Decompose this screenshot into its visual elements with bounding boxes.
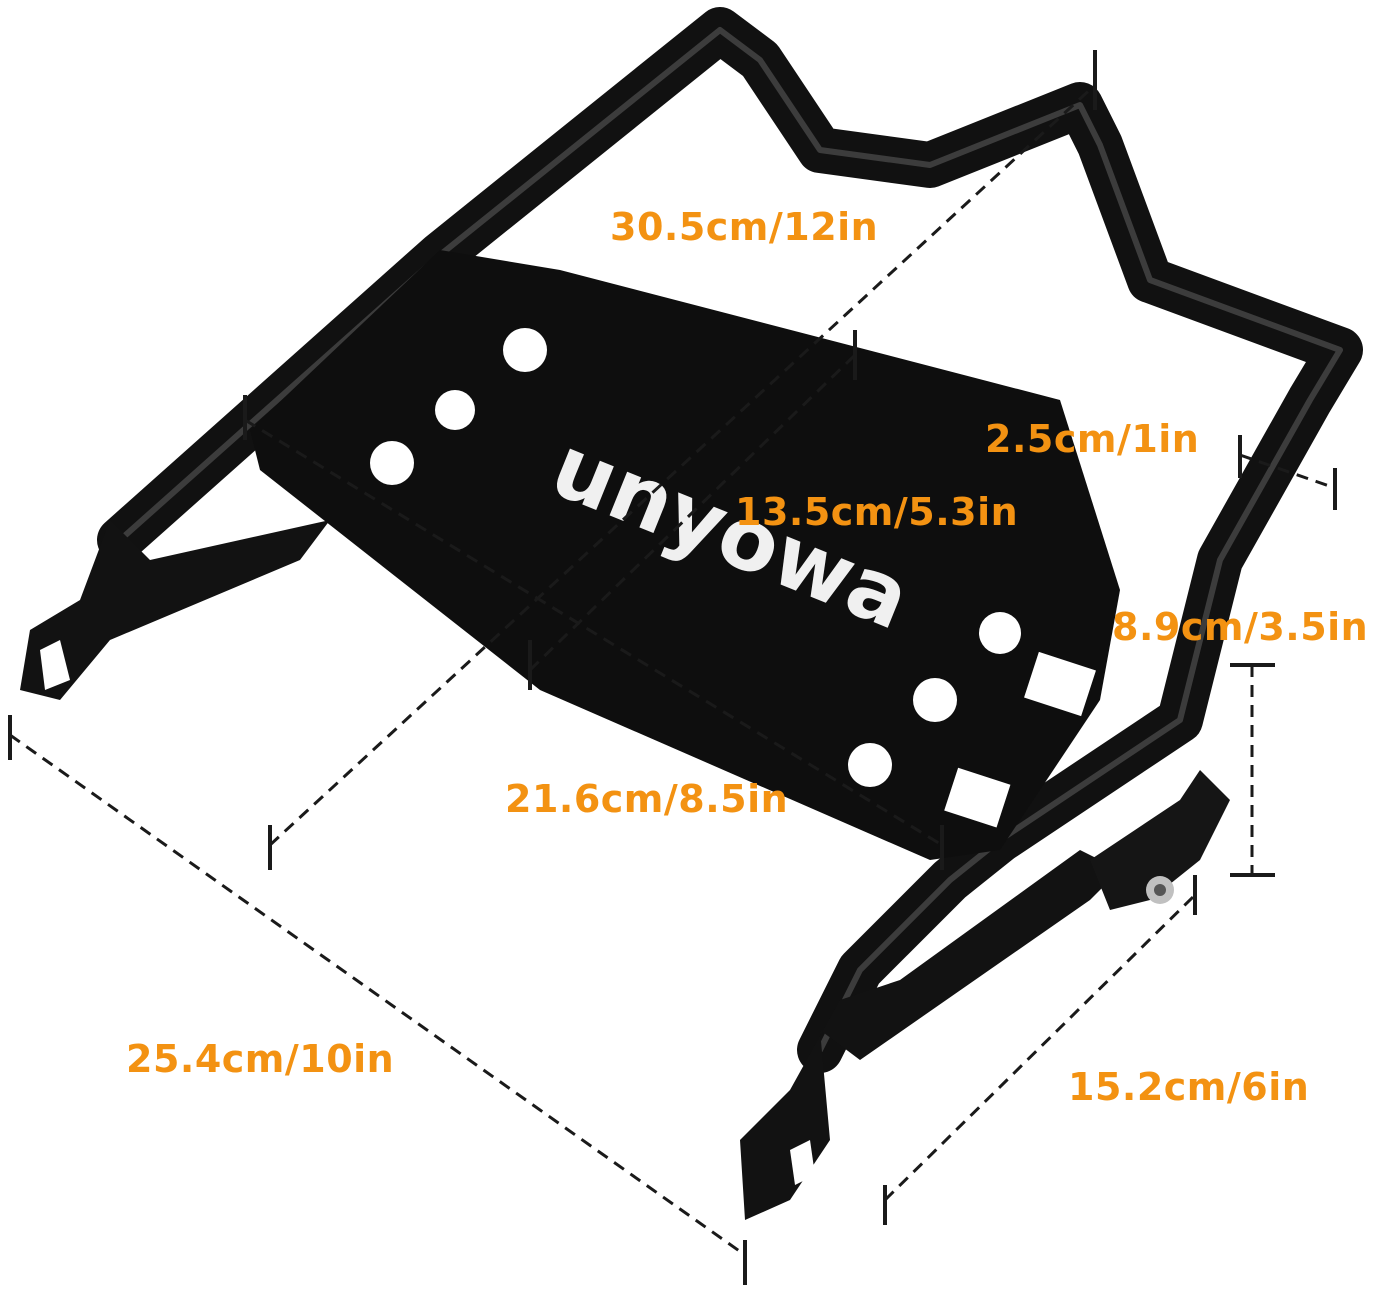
dim-line-plate-width (528, 353, 857, 672)
latch-clamp (1090, 770, 1230, 910)
right-bracket (740, 850, 1120, 1220)
frame-highlight (117, 27, 1343, 1053)
dim-label-plate-length: 21.6cm/8.5in (505, 777, 789, 821)
dim-label-height: 8.9cm/3.5in (1112, 605, 1369, 649)
dim-label-overall-length: 25.4cm/10in (126, 1037, 395, 1081)
left-bracket (20, 520, 330, 700)
dim-line-top (268, 83, 1097, 847)
dim-label-mount-width: 15.2cm/6in (1068, 1065, 1310, 1109)
dim-line-tube (1239, 453, 1336, 490)
dim-line-plate-length (244, 418, 943, 847)
rack-frame (97, 7, 1363, 1073)
dimension-lines (9, 83, 1336, 1257)
dim-label-top-length: 30.5cm/12in (610, 205, 879, 249)
base-plate (250, 250, 1120, 860)
dim-label-plate-width: 13.5cm/5.3in (735, 490, 1019, 534)
dimension-ticks (8, 50, 1337, 1285)
dim-line-overall (9, 733, 746, 1257)
dim-label-tube-diameter: 2.5cm/1in (985, 417, 1200, 461)
dim-line-mount (883, 893, 1197, 1202)
